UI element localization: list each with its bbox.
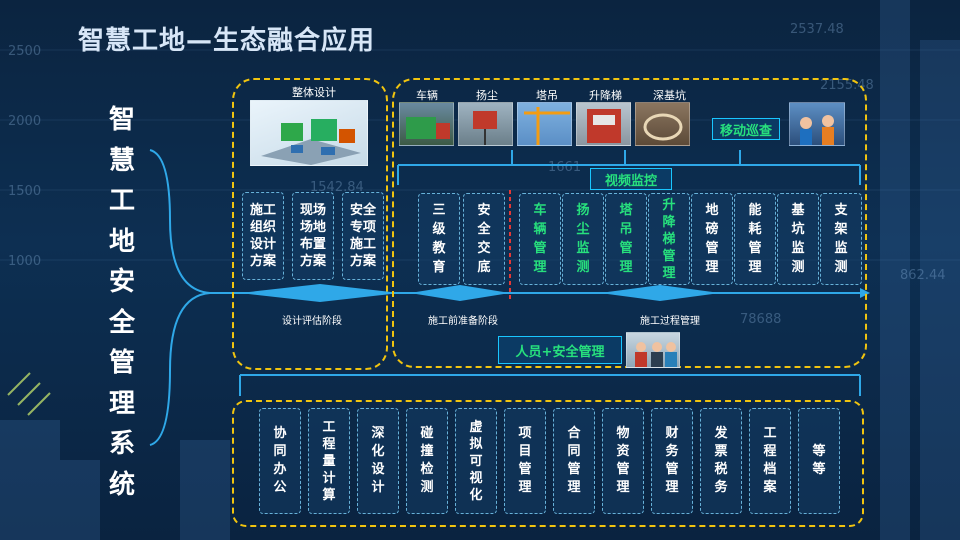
design-image-label: 整体设计 — [292, 86, 336, 99]
camera-label-vehicle: 车辆 — [416, 89, 438, 102]
vertical-system-title: 智 慧 工 地 安 全 管 理 系 统 — [102, 100, 142, 505]
vertical-title-char: 系 — [108, 429, 135, 459]
card-construction-plan[interactable]: 施工 组织 设计 方案 — [242, 192, 284, 280]
card-energy-management[interactable]: 能 耗 管 理 — [734, 193, 776, 285]
camera-label-dust: 扬尘 — [476, 89, 498, 102]
stage-construction-process: 施工过程管理 — [640, 316, 700, 327]
card-project-management[interactable]: 项 目 管 理 — [504, 408, 546, 514]
vertical-title-char: 理 — [108, 388, 135, 419]
card-materials-management[interactable]: 物 资 管 理 — [602, 408, 644, 514]
vehicle-camera-image[interactable] — [399, 102, 454, 146]
card-detailed-design[interactable]: 深 化 设 计 — [357, 408, 399, 514]
card-support-monitoring[interactable]: 支 架 监 测 — [820, 193, 862, 285]
card-site-layout-plan[interactable]: 现场 场地 布置 方案 — [292, 192, 334, 280]
card-three-level-education[interactable]: 三 级 教 育 — [418, 193, 460, 285]
card-project-archive[interactable]: 工 程 档 案 — [749, 408, 791, 514]
vertical-title-char: 安 — [108, 267, 135, 297]
patrol-photo[interactable] — [789, 102, 845, 146]
card-virtual-visualization[interactable]: 虚 拟 可 视 化 — [455, 408, 497, 514]
people-safety-tag[interactable]: 人员+安全管理 — [498, 336, 622, 364]
card-elevator-management[interactable]: 升 降 梯 管 理 — [648, 193, 690, 285]
site-overview-image — [250, 100, 368, 166]
page-title: 智慧工地—生态融合应用 — [78, 26, 376, 56]
video-monitor-tag[interactable]: 视频监控 — [590, 168, 672, 190]
vertical-title-char: 工 — [108, 186, 135, 216]
design-group-box — [232, 78, 388, 370]
card-collaborative-office[interactable]: 协 同 办 公 — [259, 408, 301, 514]
vertical-title-char: 全 — [108, 307, 135, 338]
vertical-title-char: 地 — [108, 226, 135, 257]
camera-label-crane: 塔吊 — [536, 89, 558, 102]
vertical-title-char: 慧 — [108, 145, 135, 176]
management-group-box — [232, 400, 864, 527]
card-crane-management[interactable]: 塔 吊 管 理 — [605, 193, 647, 285]
card-dust-monitoring[interactable]: 扬 尘 监 测 — [562, 193, 604, 285]
dust-camera-image[interactable] — [458, 102, 513, 146]
card-vehicle-management[interactable]: 车 辆 管 理 — [519, 193, 561, 285]
card-quantity-calculation[interactable]: 工 程 量 计 算 — [308, 408, 350, 514]
card-contract-management[interactable]: 合 同 管 理 — [553, 408, 595, 514]
card-weighbridge-management[interactable]: 地 磅 管 理 — [691, 193, 733, 285]
vertical-title-char: 管 — [108, 348, 135, 378]
card-invoice-tax[interactable]: 发 票 税 务 — [700, 408, 742, 514]
card-finance-management[interactable]: 财 务 管 理 — [651, 408, 693, 514]
stage-design-evaluation: 设计评估阶段 — [282, 316, 342, 327]
camera-label-elevator: 升降梯 — [589, 89, 622, 102]
camera-label-pit: 深基坑 — [653, 89, 686, 102]
mobile-patrol-tag[interactable]: 移动巡查 — [712, 118, 780, 140]
card-safety-briefing[interactable]: 安 全 交 底 — [463, 193, 505, 285]
stage-pre-construction: 施工前准备阶段 — [428, 316, 498, 327]
pit-camera-image[interactable] — [635, 102, 690, 146]
card-clash-detection[interactable]: 碰 撞 检 测 — [406, 408, 448, 514]
elevator-camera-image[interactable] — [576, 102, 631, 146]
vertical-title-char: 智 — [108, 105, 135, 135]
card-safety-plan[interactable]: 安全 专项 施工 方案 — [342, 192, 384, 280]
vertical-title-char: 统 — [108, 469, 135, 500]
card-etc[interactable]: 等 等 — [798, 408, 840, 514]
card-pit-monitoring[interactable]: 基 坑 监 测 — [777, 193, 819, 285]
people-photo[interactable] — [626, 332, 680, 368]
crane-camera-image[interactable] — [517, 102, 572, 146]
